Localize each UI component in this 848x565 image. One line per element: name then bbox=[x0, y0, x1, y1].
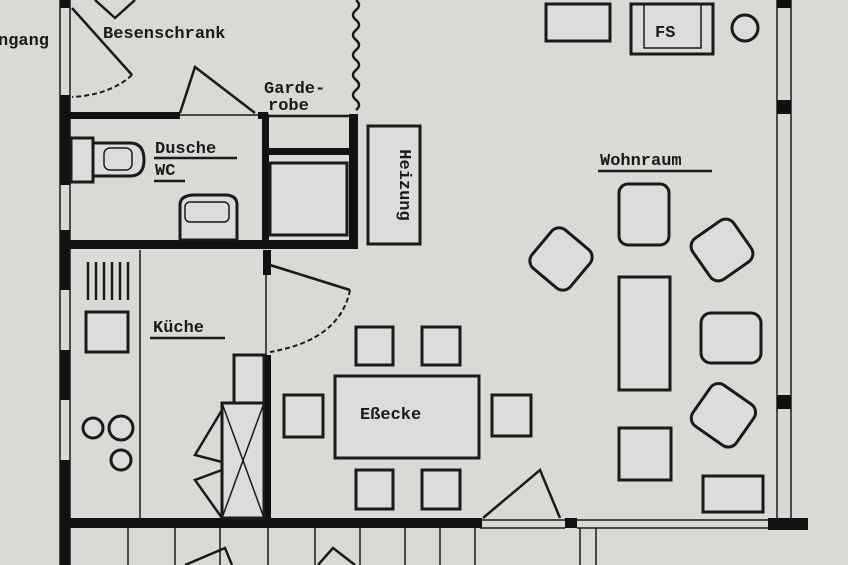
dining-table bbox=[333, 374, 481, 460]
sink-drainboard-icon bbox=[86, 262, 130, 300]
shower-tray bbox=[268, 161, 349, 237]
label-besenschrank: Besenschrank bbox=[103, 25, 225, 44]
doors bbox=[71, 0, 562, 519]
dining-set bbox=[282, 325, 533, 511]
exterior-wall-left bbox=[59, 0, 71, 565]
chair bbox=[354, 325, 395, 367]
coffee-table bbox=[617, 275, 672, 392]
curtain-line bbox=[351, 0, 361, 111]
chair bbox=[420, 468, 462, 511]
label-dusche: Dusche bbox=[155, 140, 216, 159]
low-cabinet bbox=[701, 474, 765, 514]
label-eingang: ngang bbox=[0, 32, 49, 51]
lower-row-lines bbox=[127, 528, 597, 565]
side-table bbox=[617, 426, 673, 482]
label-garderobe-1: Garde- bbox=[264, 80, 325, 99]
chair bbox=[420, 325, 462, 367]
kitchen-counter bbox=[81, 250, 266, 520]
label-heizung: Heizung bbox=[394, 149, 413, 220]
sink-icon bbox=[84, 310, 130, 354]
armchair bbox=[699, 311, 763, 365]
washbasin-icon bbox=[178, 193, 239, 242]
chair bbox=[354, 468, 395, 511]
label-wohnraum: Wohnraum bbox=[600, 152, 682, 171]
exterior-wall-right bbox=[776, 0, 792, 520]
armchair bbox=[689, 217, 755, 283]
label-kueche: Küche bbox=[153, 319, 204, 338]
label-fs: FS bbox=[655, 24, 675, 43]
chair bbox=[490, 393, 533, 438]
label-garderobe-2: robe bbox=[268, 97, 309, 116]
sideboard bbox=[544, 2, 612, 43]
label-essecke: Eßecke bbox=[360, 406, 421, 425]
chair bbox=[282, 393, 325, 439]
armchair bbox=[689, 382, 758, 449]
stove-burners-icon bbox=[81, 414, 135, 472]
label-wc: WC bbox=[155, 162, 175, 181]
interior-walls bbox=[62, 112, 808, 530]
armchair bbox=[528, 226, 594, 292]
living-furniture bbox=[528, 2, 765, 514]
armchair bbox=[617, 182, 671, 247]
plant-pot bbox=[730, 13, 760, 43]
heating-unit bbox=[366, 124, 422, 246]
toilet-icon bbox=[69, 136, 146, 184]
